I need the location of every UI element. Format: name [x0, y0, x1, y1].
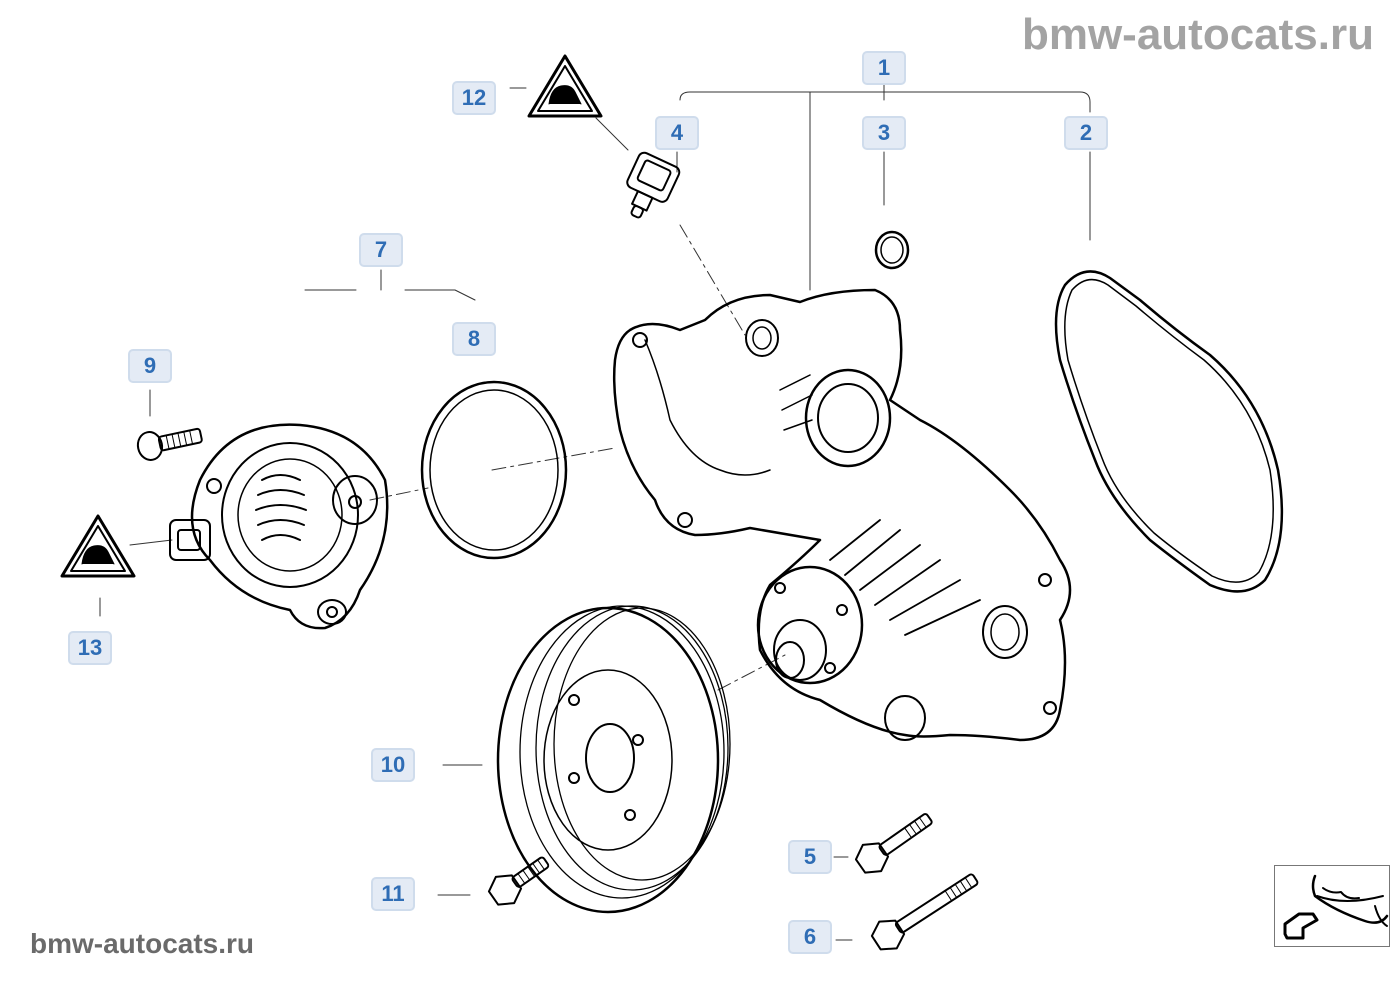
callout-11[interactable]: 11: [371, 877, 415, 911]
water-pump-part: [612, 288, 1072, 742]
hex-bolt-part: [487, 856, 550, 906]
callout-10[interactable]: 10: [371, 748, 415, 782]
callout-12[interactable]: 12: [452, 81, 496, 115]
callout-6[interactable]: 6: [788, 920, 832, 954]
callout-2[interactable]: 2: [1064, 116, 1108, 150]
callout-9[interactable]: 9: [128, 349, 172, 383]
large-o-ring-part: [420, 380, 568, 560]
leader-lines: [99, 81, 1091, 941]
thermostat-housing-part: [169, 423, 389, 630]
bolt-part: [136, 427, 203, 461]
small-o-ring-part: [874, 230, 910, 270]
temperature-sensor-part: [626, 151, 681, 219]
watermark-bottom: bmw-autocats.ru: [30, 928, 255, 959]
pulley-part: [496, 605, 731, 914]
callout-13[interactable]: 13: [68, 631, 112, 665]
hex-bolt-part: [854, 813, 933, 874]
gasket-part: [1054, 270, 1284, 593]
callout-8[interactable]: 8: [452, 322, 496, 356]
callout-7[interactable]: 7: [359, 233, 403, 267]
callout-5[interactable]: 5: [788, 840, 832, 874]
bracket-1: [679, 91, 1091, 113]
front-bumper-arrow-icon: [1283, 874, 1389, 940]
callout-1[interactable]: 1: [862, 51, 906, 85]
warning-triangle-icon: [527, 54, 603, 118]
warning-triangle-icon: [60, 514, 136, 578]
hex-bolt-part: [870, 873, 979, 951]
watermark-top: bmw-autocats.ru: [1021, 10, 1374, 59]
callout-4[interactable]: 4: [655, 116, 699, 150]
callout-3[interactable]: 3: [862, 116, 906, 150]
navigation-thumbnail[interactable]: [1274, 865, 1390, 947]
